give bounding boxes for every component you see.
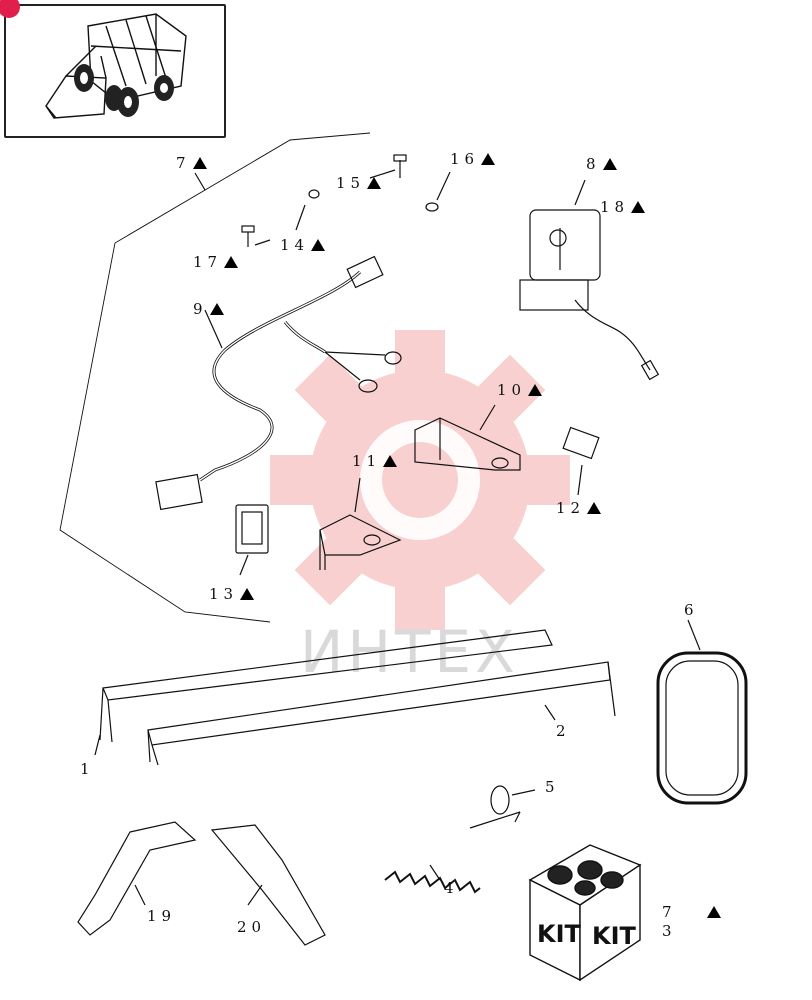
callout-9: 9: [193, 302, 224, 317]
machine-thumbnail: [0, 0, 226, 138]
skid-steer-loader-icon: [45, 13, 187, 119]
callout-18: 18: [600, 200, 646, 215]
watermark-gear-icon: [270, 330, 570, 630]
callout-7-kit: 7: [662, 905, 721, 920]
kit-side-label: KIT: [592, 922, 637, 950]
callout-3: 3: [662, 922, 677, 940]
callout-14: 14: [280, 238, 326, 253]
callout-5: 5: [545, 778, 560, 796]
callout-8: 8: [586, 157, 617, 172]
callout-17: 17: [193, 255, 239, 270]
callout-16: 16: [450, 152, 496, 167]
callout-10: 10: [497, 383, 543, 398]
callout-12: 12: [556, 501, 602, 516]
callout-7: 7: [176, 156, 207, 171]
callout-19: 19: [147, 907, 177, 925]
callout-11: 11: [352, 454, 398, 469]
callout-4: 4: [444, 879, 459, 897]
kit-front-label: KIT: [537, 920, 582, 948]
callout-1: 1: [80, 760, 95, 778]
callout-20: 20: [237, 918, 267, 936]
badge-icon: [0, 0, 20, 18]
callout-2: 2: [556, 722, 571, 740]
callout-13: 13: [209, 587, 255, 602]
callout-6: 6: [684, 601, 699, 619]
watermark-text: ИНТЕХ: [300, 618, 519, 686]
callout-15: 15: [336, 176, 382, 191]
